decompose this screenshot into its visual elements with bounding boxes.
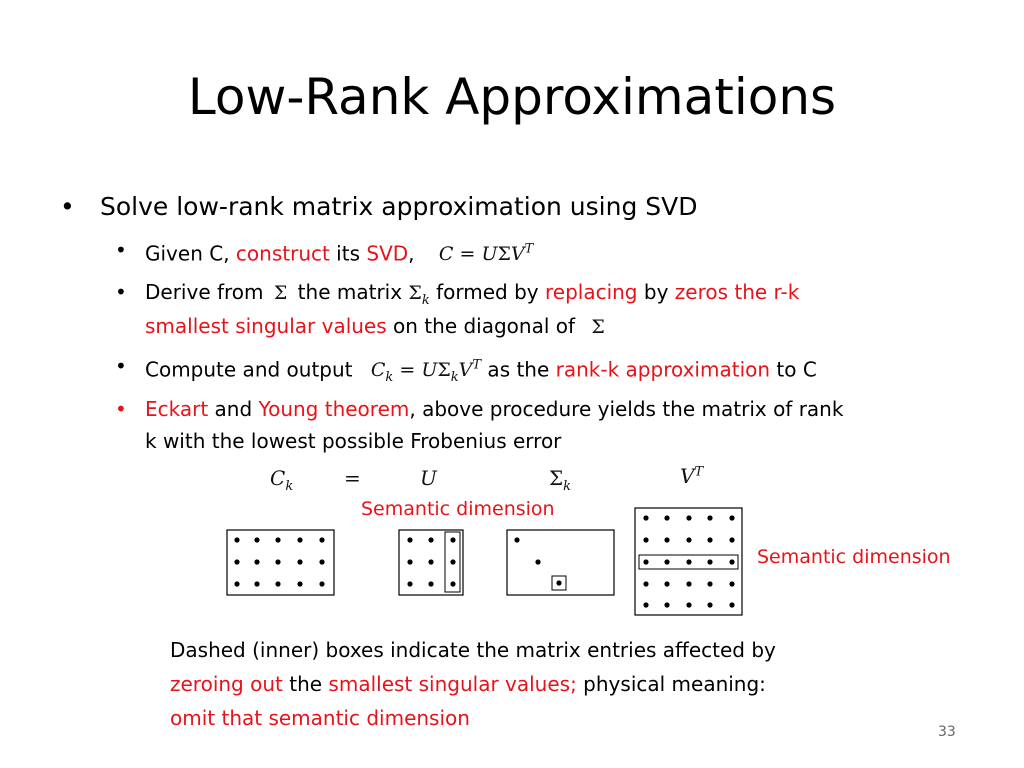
text-span: the matrix xyxy=(291,280,409,304)
inner-box xyxy=(551,575,567,591)
bullet-dot: • xyxy=(115,397,127,421)
sigma-k-matrix xyxy=(506,529,615,596)
sigma-symbol: Σ xyxy=(273,282,288,304)
matrix-dots xyxy=(643,515,735,608)
text-span: the xyxy=(282,672,329,696)
highlight-zeros: zeros the r-k xyxy=(674,280,800,304)
text-span: its xyxy=(329,241,367,266)
bullet-dot: • xyxy=(115,354,127,378)
diagram-caption: Dashed (inner) boxes indicate the matrix… xyxy=(170,633,776,735)
inner-box xyxy=(444,531,461,593)
highlight-replacing: replacing xyxy=(544,280,638,304)
bullet-dot: • xyxy=(115,238,127,262)
matrix-box xyxy=(506,529,615,596)
sigma-symbol: Σ xyxy=(591,316,605,338)
bullet-dot: • xyxy=(60,192,75,221)
text-span: Compute and output xyxy=(145,357,359,382)
text-span: to C xyxy=(770,357,817,382)
equals-label: = xyxy=(344,466,361,490)
matrix-box xyxy=(634,507,743,616)
caption-line-3: omit that semantic dimension xyxy=(170,706,470,730)
matrix-dots xyxy=(514,537,562,586)
main-bullet-text: Solve low-rank matrix approximation usin… xyxy=(100,192,698,221)
highlight-zeroing-out: zeroing out xyxy=(170,672,283,696)
highlight-construct: construct xyxy=(235,241,330,266)
text-span: on the diagonal of xyxy=(386,314,582,338)
text-span: and xyxy=(208,397,259,421)
ck-formula: Ck = UΣkVT xyxy=(370,358,482,386)
slide-title: Low-Rank Approximations xyxy=(187,68,837,126)
text-span: k with the lowest possible Frobenius err… xyxy=(145,429,562,453)
semantic-dimension-label-top: Semantic dimension xyxy=(361,498,555,520)
highlight-young: Young theorem xyxy=(258,397,410,421)
u-matrix xyxy=(398,529,464,596)
vt-matrix xyxy=(634,507,743,616)
svd-formula: C = UΣVT xyxy=(438,242,534,266)
highlight-eckart: Eckart xyxy=(145,397,209,421)
ck-label: Ck xyxy=(270,466,294,494)
text-span: , xyxy=(408,241,415,266)
text-span: Derive from xyxy=(145,280,270,304)
matrix-dots xyxy=(234,537,325,587)
page-number: 33 xyxy=(938,724,956,740)
text-span: as the xyxy=(481,357,556,382)
text-span: by xyxy=(637,280,675,304)
text-span: formed by xyxy=(429,280,545,304)
highlight-smallest-values: smallest singular values xyxy=(145,314,387,338)
text-span: , above procedure yields the matrix of r… xyxy=(409,397,844,421)
text-span: physical meaning: xyxy=(576,672,766,696)
text-span: Given C, xyxy=(145,241,236,266)
caption-line-1: Dashed (inner) boxes indicate the matrix… xyxy=(170,638,776,662)
u-label: U xyxy=(420,466,437,490)
highlight-smallest-values: smallest singular values; xyxy=(328,672,577,696)
inner-box xyxy=(638,554,739,570)
ck-matrix xyxy=(226,529,335,596)
bullet-dot: • xyxy=(115,280,127,304)
vt-label: VT xyxy=(680,464,704,488)
matrix-box xyxy=(398,529,464,596)
matrix-dots xyxy=(407,537,456,587)
highlight-rank-k: rank-k approximation xyxy=(555,357,771,382)
semantic-dimension-label-right: Semantic dimension xyxy=(757,546,951,568)
sigma-k-symbol: Σk xyxy=(408,282,430,308)
caption-line-2: zeroing out the smallest singular values… xyxy=(170,667,776,701)
highlight-svd: SVD xyxy=(366,241,409,266)
matrix-box xyxy=(226,529,335,596)
sigma-k-label: Σk xyxy=(549,466,572,494)
